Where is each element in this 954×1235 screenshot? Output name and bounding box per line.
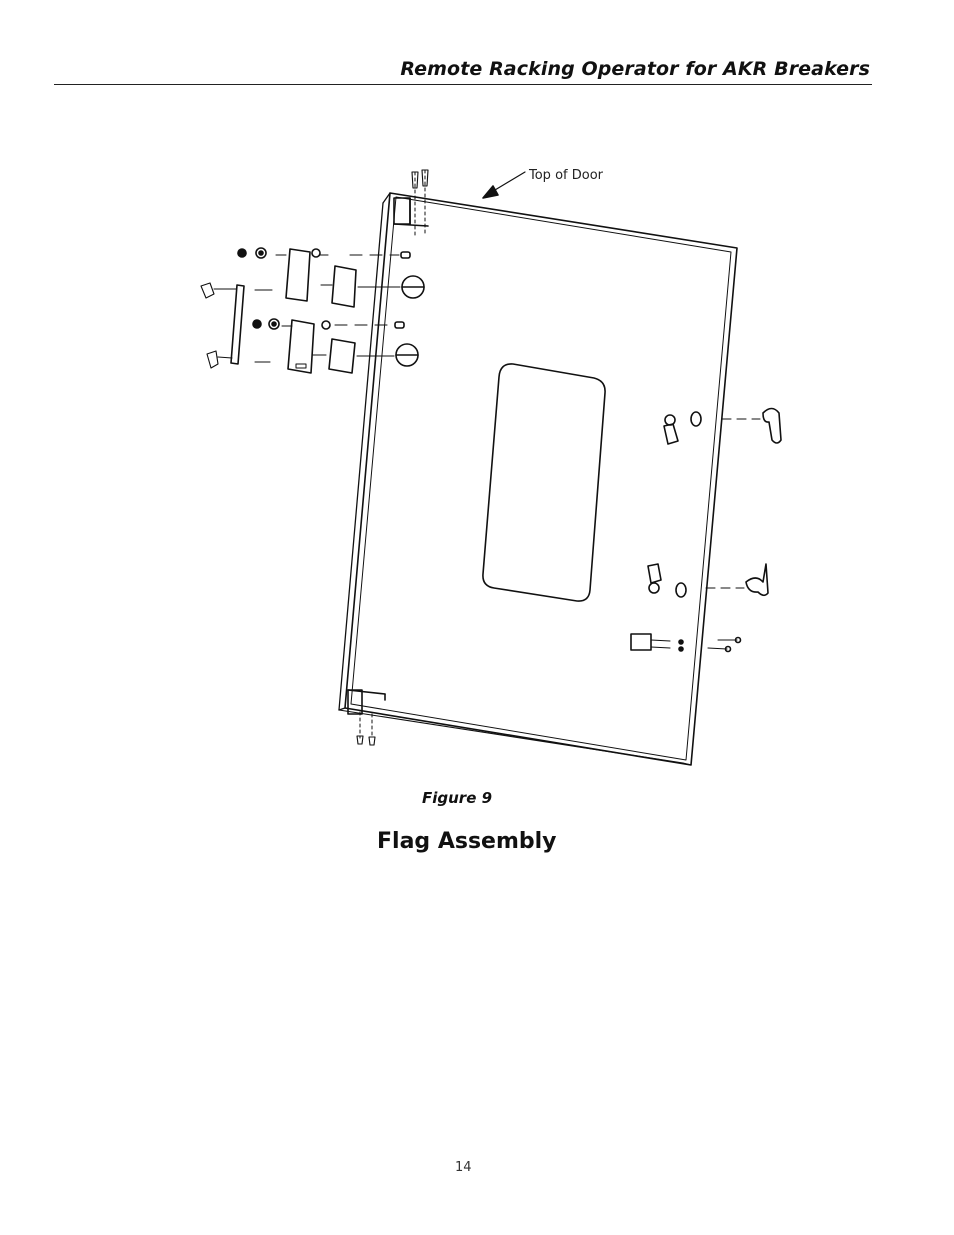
top-of-door-label: Top of Door — [529, 168, 603, 183]
figure-title: Flag Assembly — [377, 829, 557, 854]
page-number: 14 — [455, 1160, 472, 1175]
bottom-hinge — [347, 689, 386, 746]
flag-parts-upper — [237, 247, 425, 308]
header-title: Remote Racking Operator for AKR Breakers — [400, 58, 870, 80]
upper-handle-assembly — [663, 407, 782, 445]
lower-handle-assembly — [647, 563, 769, 598]
flag-assembly-drawing — [200, 169, 782, 766]
top-of-door-arrow — [482, 171, 526, 199]
door-window — [482, 363, 606, 602]
flag-parts-lower — [252, 318, 419, 374]
header-rule — [54, 84, 872, 85]
top-hinge — [393, 169, 429, 237]
latch-assembly — [630, 633, 742, 653]
door-panel — [338, 192, 738, 766]
figure-number: Figure 9 — [422, 789, 493, 807]
flag-bar — [200, 282, 245, 369]
